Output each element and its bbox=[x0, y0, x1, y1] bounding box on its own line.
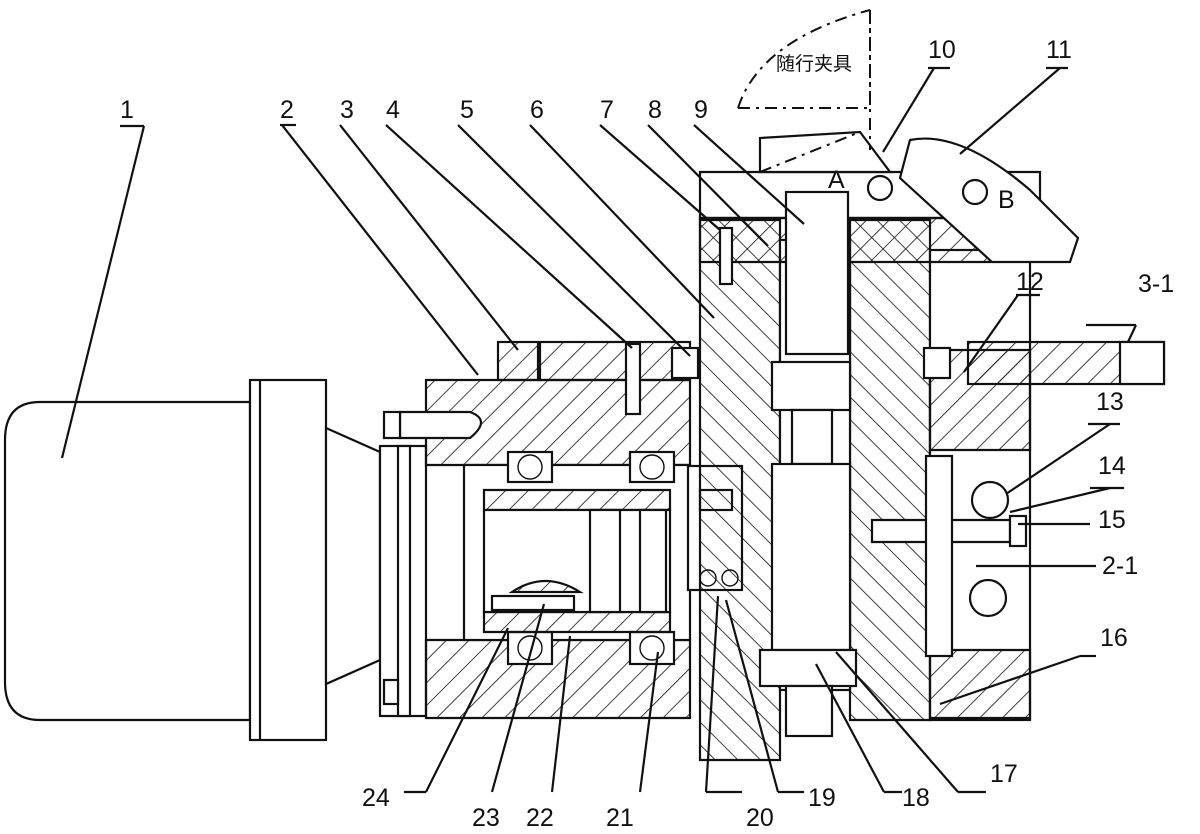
point-b-label: B bbox=[998, 186, 1015, 214]
callout-7: 7 bbox=[600, 96, 614, 124]
callout-20: 20 bbox=[746, 804, 774, 832]
callout-3: 3 bbox=[340, 96, 354, 124]
side-bolt bbox=[870, 454, 1028, 658]
callout-18: 18 bbox=[902, 784, 930, 812]
callout-6: 6 bbox=[530, 96, 544, 124]
callout-19: 19 bbox=[808, 784, 836, 812]
motor bbox=[3, 378, 428, 742]
small-screw bbox=[718, 226, 734, 286]
pin bbox=[624, 342, 642, 416]
callout-17: 17 bbox=[990, 760, 1018, 788]
callout-15: 15 bbox=[1098, 506, 1126, 534]
callout-labels: 1 2 3 4 5 6 7 8 9 10 11 3-1 12 13 14 15 … bbox=[120, 36, 1174, 832]
callout-4: 4 bbox=[386, 96, 400, 124]
callout-22: 22 bbox=[526, 804, 554, 832]
callout-1: 1 bbox=[120, 96, 134, 124]
callout-2: 2 bbox=[280, 96, 294, 124]
callout-14: 14 bbox=[1098, 452, 1126, 480]
callout-11: 11 bbox=[1046, 36, 1072, 64]
callout-24: 24 bbox=[362, 784, 390, 812]
callout-21: 21 bbox=[606, 804, 634, 832]
callout-9: 9 bbox=[694, 96, 708, 124]
fixture-label: 随行夹具 bbox=[776, 53, 852, 75]
callout-2-1: 2-1 bbox=[1102, 552, 1138, 580]
top-plate bbox=[698, 130, 1080, 264]
traveling-fixture bbox=[737, 9, 871, 173]
point-a-label: A bbox=[828, 166, 845, 194]
leader-lines bbox=[60, 67, 1137, 793]
callout-8: 8 bbox=[648, 96, 662, 124]
piston bbox=[758, 190, 858, 738]
callout-13: 13 bbox=[1096, 388, 1124, 416]
callout-12: 12 bbox=[1016, 268, 1044, 296]
callout-23: 23 bbox=[472, 804, 500, 832]
callout-5: 5 bbox=[460, 96, 474, 124]
callout-3-1: 3-1 bbox=[1138, 270, 1174, 298]
callout-16: 16 bbox=[1100, 624, 1128, 652]
callout-10: 10 bbox=[928, 36, 956, 64]
flange bbox=[670, 340, 1166, 386]
